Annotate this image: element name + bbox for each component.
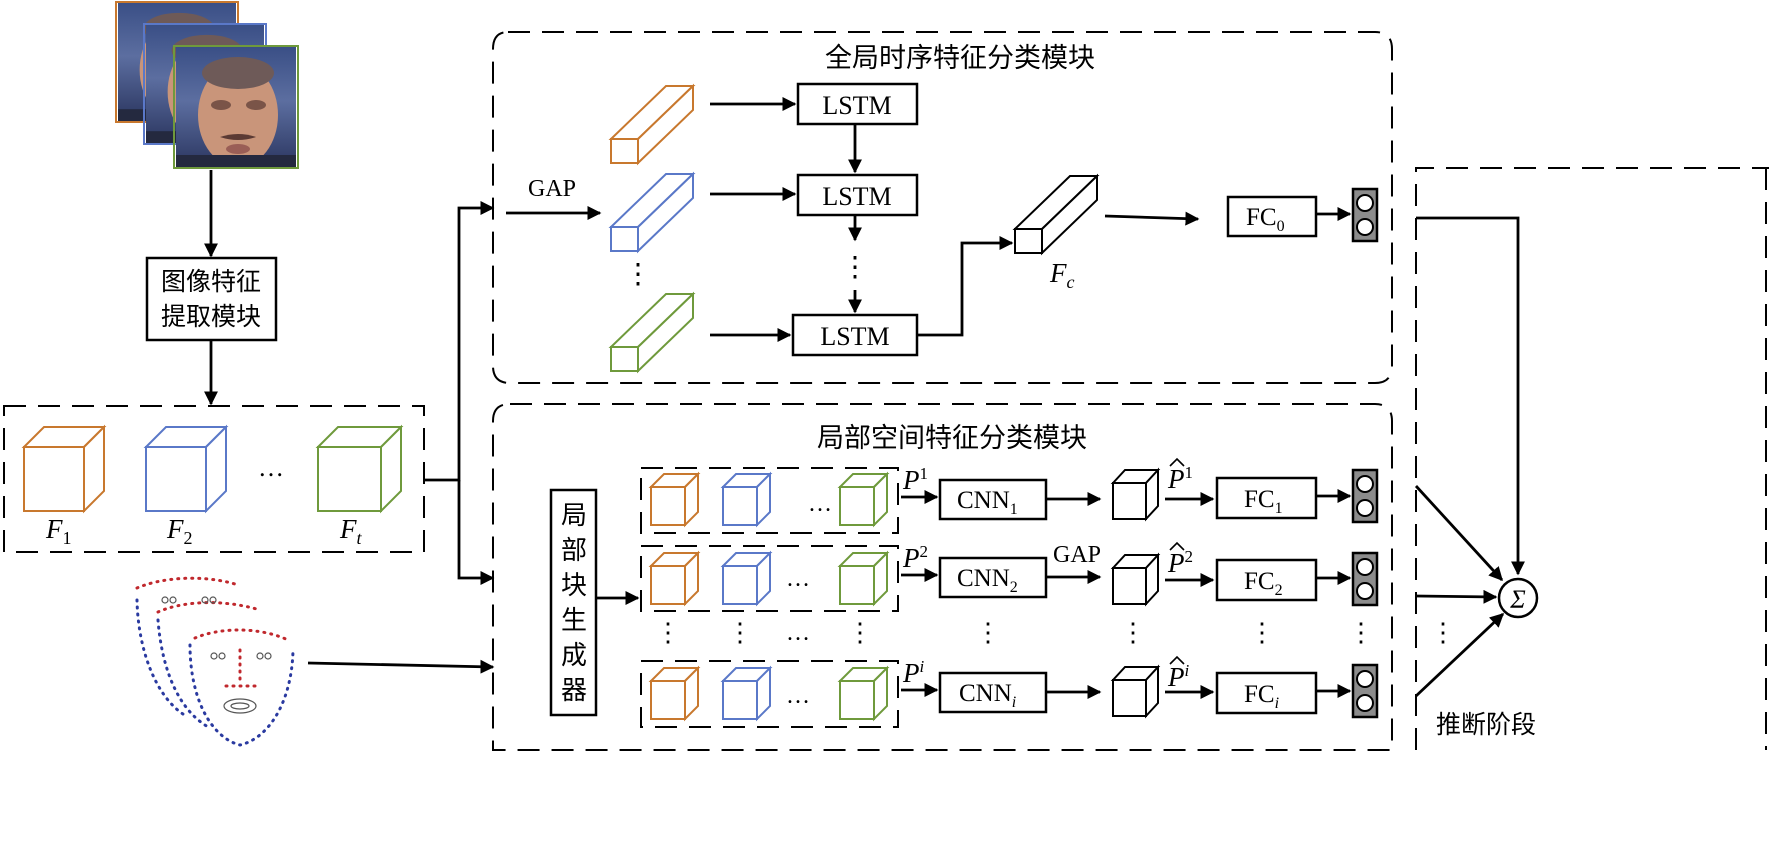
- feature-maps-ellipsis: …: [258, 453, 284, 482]
- arrow-locali-to-sum: [1415, 612, 1505, 698]
- patch-group-1: [640, 467, 899, 534]
- fc0-box: [1226, 195, 1318, 238]
- fc0-label: FC0: [1246, 204, 1285, 235]
- arrow-features-to-local: [457, 480, 495, 585]
- hat-mark-2: [1169, 541, 1185, 551]
- fc2-label: FC2: [1244, 568, 1283, 599]
- global-temporal-module-border: [492, 31, 1393, 384]
- fci-label: FCi: [1244, 681, 1279, 712]
- output-node-2: [1351, 551, 1379, 607]
- inference-ellipsis: ⋮: [1430, 618, 1456, 647]
- sequence-feature-2: [608, 171, 696, 254]
- patch-generator-char-5: 成: [561, 641, 587, 671]
- cnn1-label: CNN1: [957, 487, 1018, 518]
- arrow-local2-to-sum: [1415, 589, 1498, 604]
- patch-col-ellipsis-2: ⋮: [727, 618, 753, 647]
- temporal-feature-fc: [1012, 173, 1100, 256]
- facial-landmarks-image: [135, 576, 295, 747]
- patch-hat-label-2: P2: [1167, 547, 1193, 578]
- fc2-box: [1215, 558, 1318, 602]
- gap-label-local: GAP: [1053, 542, 1101, 568]
- patch-generator-box: [549, 488, 598, 717]
- local-feature-i: [1110, 664, 1161, 719]
- hat-mark-1: [1169, 457, 1185, 467]
- cnn2-box: [938, 556, 1048, 599]
- output-node-global: [1351, 187, 1379, 243]
- feature-map-ft: [315, 424, 404, 514]
- arrow-landmarks-to-local: [307, 659, 495, 674]
- arrow-lstmt-to-fc: [917, 236, 1014, 337]
- patch-generator-char-3: 块: [561, 571, 587, 601]
- feature-label-f2: F2: [166, 514, 193, 548]
- lstm-cell-2: [796, 173, 919, 217]
- patch-group-2-ellipsis: …: [786, 566, 810, 592]
- patch-label-p1: P1: [902, 464, 928, 495]
- local-spatial-module-border: [492, 403, 1393, 751]
- sequence-feature-1: [608, 83, 696, 166]
- lstm-label-1: LSTM: [822, 91, 891, 120]
- local-spatial-module-title: 局部空间特征分类模块: [817, 423, 1087, 454]
- patch-group-i-ellipsis: …: [786, 683, 810, 709]
- feature-extraction-box: [145, 256, 278, 342]
- fci-box: [1215, 671, 1318, 715]
- lstm-cell-1: [796, 82, 919, 126]
- fc1-label: FC1: [1244, 486, 1283, 517]
- feature-label-ft: Ft: [339, 514, 363, 548]
- feature-label-f1: F1: [45, 514, 72, 548]
- sequence-feature-t: [608, 291, 696, 374]
- feature-map-f2: [143, 424, 229, 514]
- patch-col-ellipsis-3: …: [786, 620, 810, 646]
- cnn-ellipsis: ⋮: [975, 618, 1001, 647]
- patch-generator-char-4: 生: [561, 606, 587, 636]
- patch-generator-char-2: 部: [561, 536, 587, 566]
- feature-extraction-label-1: 图像特征: [161, 267, 261, 296]
- patch-group-2: [640, 545, 899, 612]
- local-feature-2: [1110, 552, 1161, 607]
- lstm-cell-t: [791, 313, 919, 357]
- output-node-i: [1351, 663, 1379, 719]
- inference-stage-border: [1415, 167, 1769, 750]
- patch-label-pi: Pi: [902, 657, 925, 688]
- arrow-local1-to-sum: [1414, 485, 1504, 582]
- local-feature-ellipsis: ⋮: [1120, 618, 1146, 647]
- sequence-ellipsis: ⋮: [624, 259, 652, 290]
- arrow-fc-to-fc0: [1104, 211, 1200, 226]
- lstm-label-2: LSTM: [822, 182, 891, 211]
- cnni-label: CNNi: [959, 680, 1016, 711]
- lstm-ellipsis: ⋮: [841, 252, 869, 283]
- input-video-frames: [115, 1, 299, 169]
- arrow-global-to-sum: [1416, 216, 1525, 576]
- inference-stage-label: 推断阶段: [1436, 710, 1536, 739]
- cnn2-label: CNN2: [957, 565, 1018, 596]
- fc1-box: [1215, 476, 1318, 520]
- hat-mark-i: [1169, 655, 1185, 665]
- local-feature-1: [1110, 467, 1161, 522]
- patch-group-1-ellipsis: …: [808, 491, 832, 517]
- patch-label-p2: P2: [902, 542, 928, 573]
- temporal-feature-label: Fc: [1049, 258, 1075, 292]
- patch-col-ellipsis-1: ⋮: [655, 618, 681, 647]
- output-ellipsis: ⋮: [1348, 618, 1374, 647]
- arrow-features-to-global: [424, 201, 495, 482]
- lstm-label-t: LSTM: [820, 322, 889, 351]
- patch-generator-char-1: 局: [561, 501, 587, 531]
- gap-label-global: GAP: [528, 176, 576, 202]
- global-temporal-module-title: 全局时序特征分类模块: [825, 43, 1095, 74]
- sum-symbol: Σ: [1509, 585, 1526, 614]
- patch-group-i: [640, 660, 899, 728]
- patch-col-ellipsis-4: ⋮: [847, 618, 873, 647]
- feature-maps-group: [3, 405, 425, 553]
- feature-extraction-label-2: 提取模块: [161, 302, 261, 331]
- patch-generator-char-6: 器: [561, 676, 587, 706]
- output-node-1: [1351, 468, 1379, 524]
- feature-map-f1: [21, 424, 107, 514]
- patch-hat-label-1: P1: [1167, 463, 1193, 494]
- sum-node: [1497, 577, 1539, 619]
- patch-hat-label-i: Pi: [1167, 661, 1190, 692]
- fc-ellipsis: ⋮: [1249, 618, 1275, 647]
